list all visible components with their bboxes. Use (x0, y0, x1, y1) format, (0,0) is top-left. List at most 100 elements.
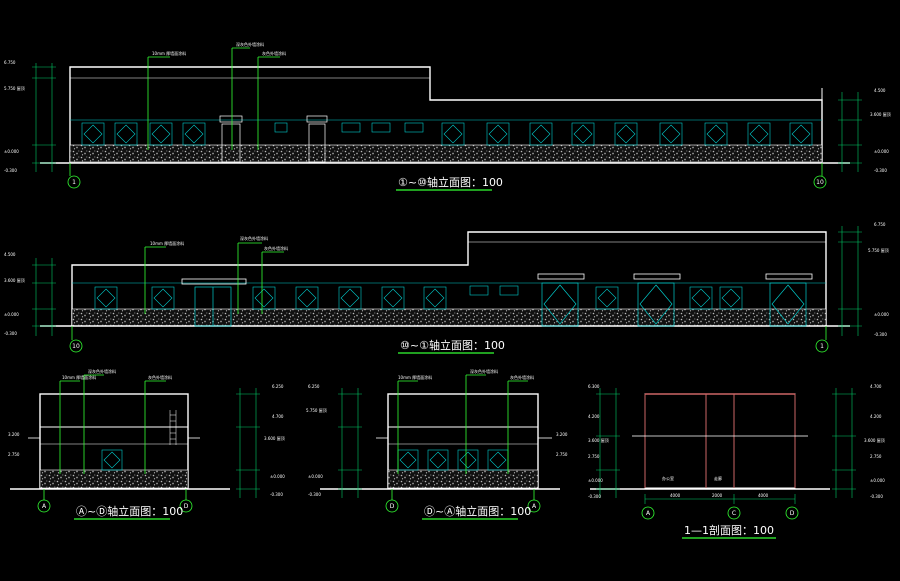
level-text: 3.600 屋顶 (588, 437, 609, 443)
span-dim: 2000 (712, 493, 723, 498)
level-text: 6.750 (4, 60, 16, 65)
elevation-3-dim-right (236, 388, 260, 498)
level-text: -0.300 (308, 492, 321, 497)
level-text: 4.700 (870, 384, 882, 389)
elevation-4-leaders (391, 374, 535, 500)
level-text: 5.750 屋顶 (4, 85, 25, 91)
section-title: 1—1剖面图：100 (684, 523, 774, 537)
elevation-4-dim-left (338, 388, 362, 498)
axis-label-1: 1 (820, 343, 824, 350)
elevation-2-doors (194, 282, 807, 327)
elevation-1-note-1: 10mm 厚墙面涂料 (152, 50, 186, 56)
axis-label-d: D (390, 503, 395, 510)
level-text: 3.200 (8, 432, 20, 437)
level-text: 4.500 (4, 252, 16, 257)
level-text: ±0.000 (874, 312, 889, 317)
elevation-1-leaders (69, 47, 823, 176)
elevation-1-outline (69, 66, 823, 162)
level-text: 3.600 屋顶 (264, 435, 285, 441)
elevation-10-1: 10mm 厚墙面涂料 深灰色外墙涂料 灰色外墙涂料 10 1 4.500 3.6… (4, 222, 889, 354)
axis-bubble-a (527, 499, 541, 513)
axis-bubble-c (727, 506, 741, 520)
level-text: 5.750 屋顶 (868, 247, 889, 253)
level-text: -0.300 (4, 168, 17, 173)
elevation-1-dim-right (838, 92, 862, 172)
section-dim-right (832, 388, 856, 498)
elevation-4-title: Ⓓ~Ⓐ轴立面图：100 (424, 504, 531, 518)
level-text: 4.700 (272, 414, 284, 419)
elevation-4-note-1: 10mm 厚墙面涂料 (398, 374, 432, 380)
level-text: 4.500 (874, 88, 886, 93)
level-text: -0.300 (874, 168, 887, 173)
level-text: 2.750 (870, 454, 882, 459)
level-text: -0.300 (874, 332, 887, 337)
elevation-1-note-3: 灰色外墙涂料 (262, 50, 286, 56)
section-1-1: 办公室 走廊 4000 2000 4000 A C D 6.300 4.200 … (588, 384, 885, 539)
elevation-2-dim-left (32, 258, 56, 336)
elevation-1-dim-left (32, 63, 56, 172)
elevation-2-canopies (181, 273, 813, 285)
elevation-3-windows (101, 449, 123, 471)
elevation-a-d: 10mm 厚墙面涂料 深灰色外墙涂料 灰色外墙涂料 A D 3.200 2.75… (8, 368, 285, 520)
elevation-4-note-3: 灰色外墙涂料 (510, 374, 534, 380)
elevation-3-title: Ⓐ~Ⓓ轴立面图：100 (76, 504, 183, 518)
level-text: 6.750 (874, 222, 886, 227)
level-text: 3.200 (556, 432, 568, 437)
axis-label-c: C (732, 510, 736, 517)
level-text: ±0.000 (870, 478, 885, 483)
axis-bubble-1 (815, 339, 829, 353)
axis-label-a: A (532, 503, 537, 510)
level-text: ±0.000 (308, 474, 323, 479)
level-text: 3.600 屋顶 (870, 111, 891, 117)
level-text: ±0.000 (874, 149, 889, 154)
level-text: -0.300 (4, 331, 17, 336)
elevation-1-title: ①~⑩轴立面图：100 (398, 175, 503, 189)
elevation-1-plinth (69, 144, 823, 163)
level-text: ±0.000 (4, 312, 19, 317)
elevation-1-doors (219, 115, 328, 163)
axis-bubble-10 (69, 339, 83, 353)
elevation-2-windows (94, 285, 743, 310)
axis-label-10: 10 (72, 343, 80, 350)
elevation-3-note-1: 10mm 厚墙面涂料 (62, 374, 96, 380)
level-text: 6.250 (308, 384, 320, 389)
room-label-corridor: 走廊 (714, 475, 722, 481)
axis-label-10: 10 (816, 179, 824, 186)
level-text: 2.750 (8, 452, 20, 457)
level-text: 4.200 (870, 414, 882, 419)
level-text: 6.300 (588, 384, 600, 389)
elevation-d-a: 10mm 厚墙面涂料 深灰色外墙涂料 灰色外墙涂料 D A 6.250 5.75… (306, 368, 568, 520)
axis-bubble-d (785, 506, 799, 520)
elevation-2-note-3: 灰色外墙涂料 (264, 245, 288, 251)
axis-label-a: A (42, 503, 47, 510)
level-text: -0.300 (588, 494, 601, 499)
elevation-1-windows (81, 122, 813, 146)
axis-label-d: D (790, 510, 795, 517)
axis-label-a: A (646, 510, 651, 517)
span-dim: 4000 (670, 493, 681, 498)
elevation-2-plinth (71, 308, 827, 327)
level-text: 5.750 屋顶 (306, 407, 327, 413)
axis-bubble-a (37, 499, 51, 513)
elevation-3-ladder (169, 410, 177, 445)
elevation-2-leaders (71, 242, 827, 340)
elevation-1-10: 10mm 厚墙面涂料 深灰色外墙涂料 灰色外墙涂料 1 10 6.750 5.7… (4, 41, 891, 191)
level-text: 2.750 (588, 454, 600, 459)
axis-bubble-10 (813, 175, 827, 189)
elevation-2-note-1: 10mm 厚墙面涂料 (150, 240, 184, 246)
elevation-2-outline (71, 231, 827, 326)
level-text: 3.600 屋顶 (864, 437, 885, 443)
axis-bubble-d (385, 499, 399, 513)
level-text: 4.200 (588, 414, 600, 419)
level-text: 2.750 (556, 452, 568, 457)
axis-bubble-d (179, 499, 193, 513)
section-dim-left (596, 388, 620, 498)
axis-bubble-1 (67, 175, 81, 189)
axis-label-d: D (184, 503, 189, 510)
elevation-3-leaders (43, 374, 187, 500)
elevation-2-dim-right (838, 226, 862, 336)
elevation-2-note-2: 深灰色外墙涂料 (240, 235, 268, 241)
elevation-3-note-2: 深灰色外墙涂料 (88, 368, 116, 374)
level-text: 3.600 屋顶 (4, 277, 25, 283)
